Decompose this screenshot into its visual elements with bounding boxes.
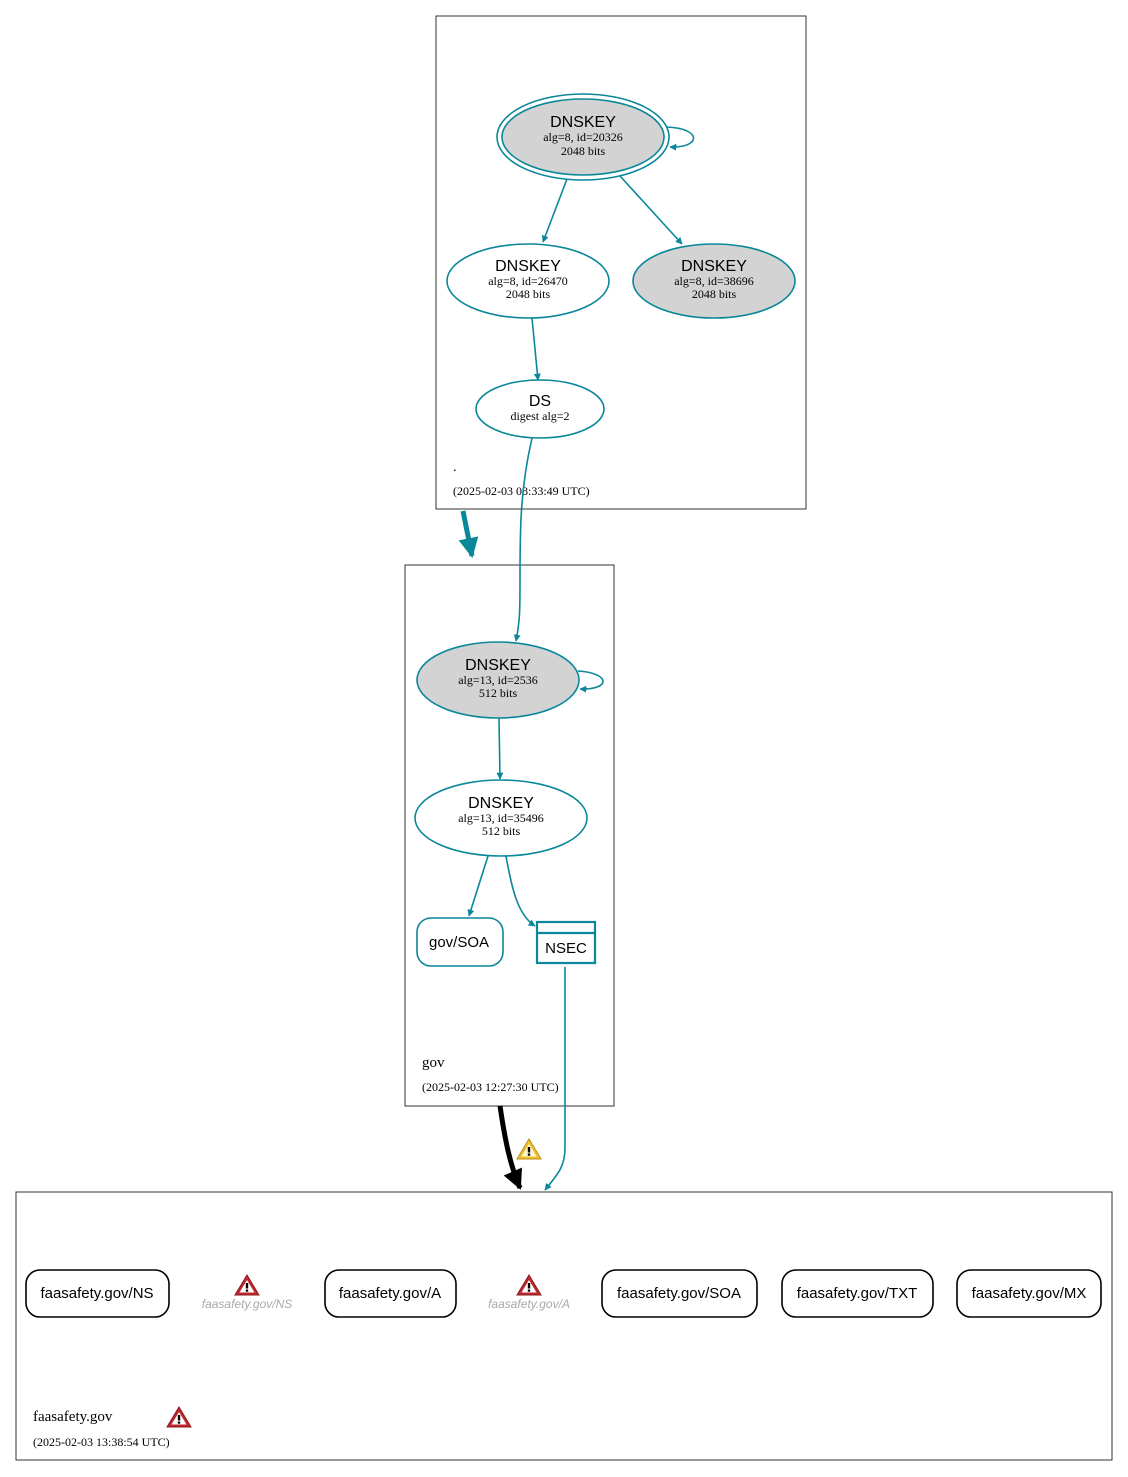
dnskey-root-zsk-bits: 2048 bits (506, 287, 551, 301)
warning-icon[interactable] (516, 1138, 542, 1160)
rrset-label: faasafety.gov/NS (40, 1285, 153, 1302)
dnskey-root-38696[interactable]: DNSKEY alg=8, id=38696 2048 bits (632, 243, 796, 319)
rrset-faasafety-txt[interactable]: faasafety.gov/TXT (781, 1269, 934, 1318)
zone-root-box (435, 15, 807, 510)
rrset-faasafety-a[interactable]: faasafety.gov/A (324, 1269, 457, 1318)
rrset-faasafety-mx[interactable]: faasafety.gov/MX (956, 1269, 1102, 1318)
dnskey-gov-ksk-alg: alg=13, id=2536 (458, 673, 538, 687)
delegation-gov-to-faasafety (497, 1105, 523, 1190)
nsec-record[interactable]: NSEC (535, 920, 597, 965)
dnskey-root-zsk[interactable]: DNSKEY alg=8, id=26470 2048 bits (446, 243, 610, 319)
rrset-gov-soa[interactable]: gov/SOA (416, 917, 504, 967)
edge-ksk-to-key3 (619, 175, 683, 245)
dnskey-gov-zsk[interactable]: DNSKEY alg=13, id=35496 512 bits (414, 779, 588, 857)
nsec-label: NSEC (545, 940, 587, 957)
rrset-faasafety-soa[interactable]: faasafety.gov/SOA (601, 1269, 758, 1318)
dnskey-gov-ksk-bits: 512 bits (479, 686, 518, 700)
edge-gov-ksk-to-zsk (496, 717, 504, 780)
edge-gov-zsk-to-nsec (505, 855, 536, 927)
zone-gov: gov (2025-02-03 12:27:30 UTC) (404, 564, 615, 1107)
edge-ksk-to-zsk (541, 178, 568, 243)
rrset-faasafety-ns-missing[interactable]: faasafety.gov/NS (202, 1274, 293, 1311)
rrset-label: faasafety.gov/MX (972, 1285, 1087, 1302)
dnskey-root-ksk-title: DNSKEY (550, 114, 616, 131)
dnskey-gov-zsk-title: DNSKEY (468, 795, 534, 812)
zone-gov-timestamp: (2025-02-03 12:27:30 UTC) (422, 1080, 559, 1094)
ds-record[interactable]: DS digest alg=2 (475, 379, 605, 439)
rrset-label: faasafety.gov/SOA (617, 1285, 741, 1302)
dnskey-root-ksk-bits: 2048 bits (561, 144, 606, 158)
self-sign-edge-root-ksk (665, 126, 695, 151)
error-icon (516, 1274, 542, 1296)
zone-faasafety-name: faasafety.gov (33, 1409, 113, 1425)
zone-root-name: . (453, 460, 457, 475)
edge-zsk-to-ds (531, 317, 541, 381)
zone-root-timestamp: (2025-02-03 08:33:49 UTC) (453, 484, 590, 498)
dnskey-root-38696-bits: 2048 bits (692, 287, 737, 301)
delegation-root-to-gov (458, 510, 479, 558)
rrset-label-ghost: faasafety.gov/A (488, 1297, 570, 1311)
dnskey-root-38696-alg: alg=8, id=38696 (674, 274, 754, 288)
dnskey-root-ksk-alg: alg=8, id=20326 (543, 130, 623, 144)
zone-root: . (2025-02-03 08:33:49 UTC) (435, 15, 807, 510)
dnskey-root-zsk-alg: alg=8, id=26470 (488, 274, 568, 288)
dnskey-gov-zsk-bits: 512 bits (482, 824, 521, 838)
rrset-label: faasafety.gov/A (339, 1285, 441, 1302)
dnskey-gov-zsk-alg: alg=13, id=35496 (458, 811, 544, 825)
dnskey-root-zsk-title: DNSKEY (495, 258, 561, 275)
zone-gov-name: gov (422, 1055, 445, 1071)
rrset-label: faasafety.gov/TXT (797, 1285, 918, 1302)
ds-digest: digest alg=2 (510, 409, 569, 423)
rrset-label-ghost: faasafety.gov/NS (202, 1297, 293, 1311)
dnskey-root-38696-title: DNSKEY (681, 258, 747, 275)
error-icon[interactable] (166, 1406, 192, 1428)
zone-faasafety-timestamp: (2025-02-03 13:38:54 UTC) (33, 1435, 170, 1449)
self-sign-edge-gov-ksk (577, 670, 604, 693)
dnskey-gov-ksk-title: DNSKEY (465, 657, 531, 674)
rrset-faasafety-ns[interactable]: faasafety.gov/NS (25, 1269, 170, 1318)
zone-faasafety-box (15, 1191, 1113, 1461)
rrset-faasafety-a-missing[interactable]: faasafety.gov/A (488, 1274, 570, 1311)
ds-title: DS (529, 393, 551, 410)
error-icon (234, 1274, 260, 1296)
dnskey-gov-ksk[interactable]: DNSKEY alg=13, id=2536 512 bits (416, 641, 580, 719)
zone-gov-box (404, 564, 615, 1107)
zone-faasafety: faasafety.gov (2025-02-03 13:38:54 UTC) (15, 1191, 1113, 1461)
rrset-gov-soa-label: gov/SOA (429, 934, 489, 951)
edge-gov-zsk-to-soa (467, 855, 489, 917)
dnskey-root-ksk[interactable]: DNSKEY alg=8, id=20326 2048 bits (496, 93, 670, 181)
edge-ds-to-gov-ksk (513, 437, 533, 642)
edge-nsec-to-faasafety (544, 967, 566, 1191)
